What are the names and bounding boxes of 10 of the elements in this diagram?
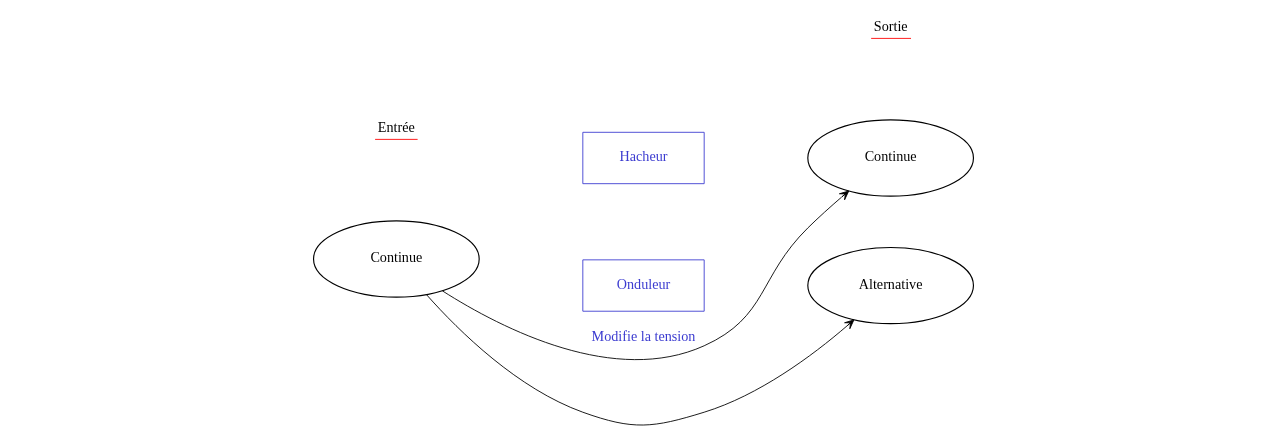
edge-label: Modifie la tension — [591, 328, 696, 345]
node-ellipse: Continue — [807, 119, 975, 197]
node-ellipse: Continue — [312, 220, 480, 298]
node-box: Hacheur — [582, 131, 705, 185]
label: Sortie — [873, 18, 908, 35]
label: Entrée — [377, 119, 415, 136]
arrow — [426, 294, 855, 426]
node-box: Onduleur — [582, 259, 705, 312]
arrow — [441, 190, 850, 361]
node-ellipse: Alternative — [807, 246, 975, 325]
